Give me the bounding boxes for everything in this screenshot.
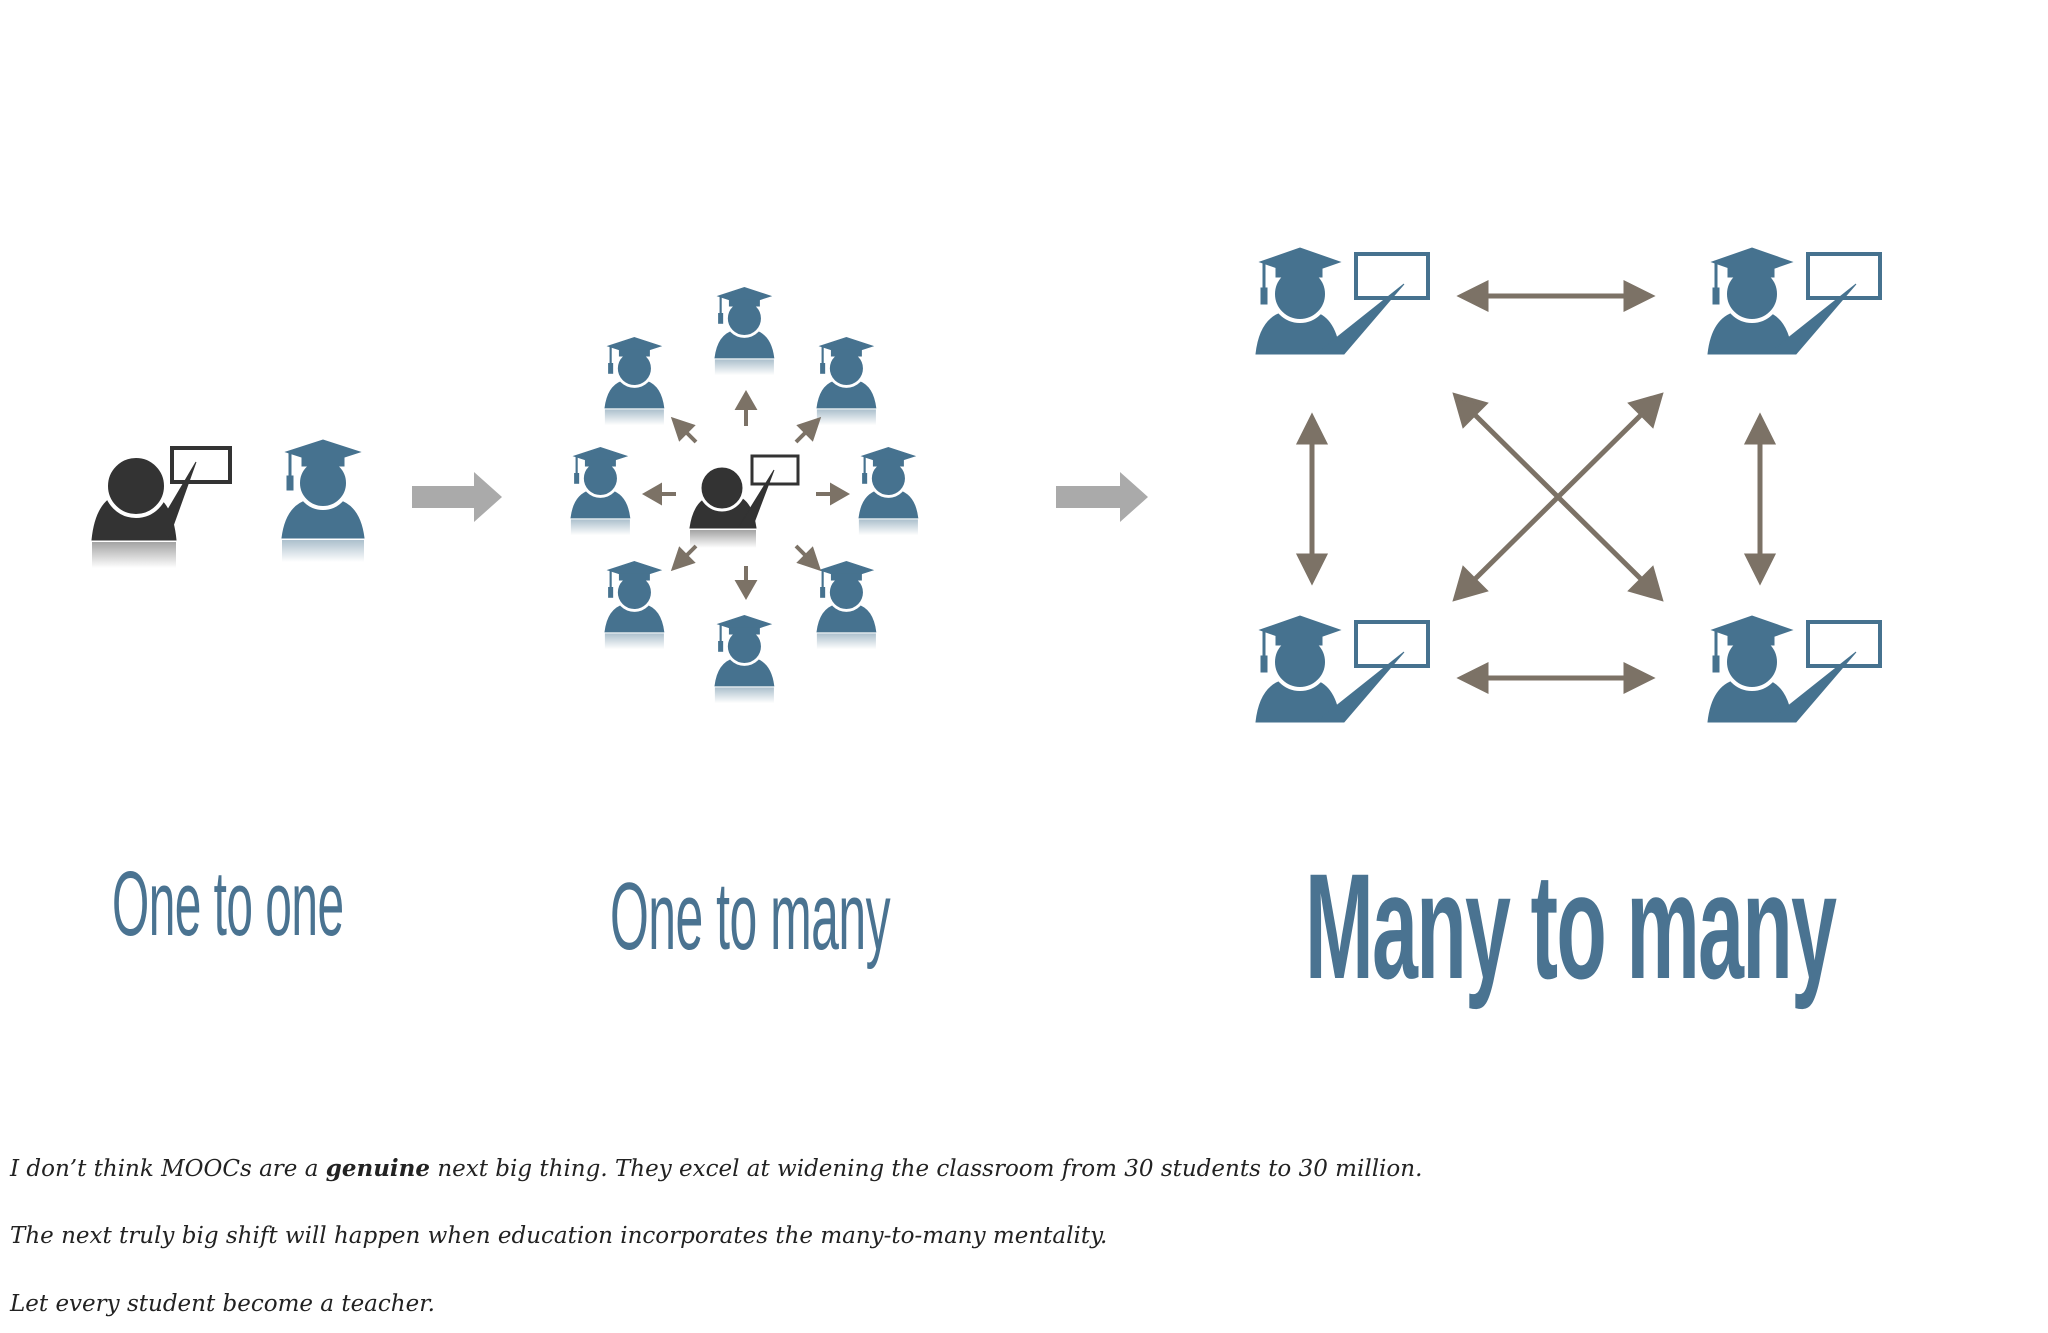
student-teacher-icon — [1706, 246, 1882, 356]
double-arrow-icon — [1295, 412, 1329, 586]
paragraph-1-emphasis: genuine — [325, 1155, 431, 1182]
student-teacher-icon — [1706, 614, 1882, 724]
arrow-down-left-icon — [670, 544, 698, 572]
student-icon — [603, 336, 666, 426]
paragraph-3: Let every student become a teacher. — [10, 1291, 435, 1317]
student-icon — [569, 446, 632, 536]
student-icon — [857, 446, 920, 536]
student-icon — [815, 336, 878, 426]
double-arrow-icon — [1743, 412, 1777, 586]
label-many-to-many: Many to many — [1305, 842, 1837, 1010]
arrow-up-right-icon — [794, 416, 822, 444]
one-to-one-group — [91, 438, 366, 568]
paragraph-1-end: next big thing. They excel at widening t… — [430, 1156, 1423, 1182]
label-one-to-one: One to one — [112, 853, 344, 955]
one-to-many-group — [569, 286, 920, 704]
student-teacher-icon — [1254, 246, 1430, 356]
paragraph-2: The next truly big shift will happen whe… — [10, 1223, 1108, 1249]
double-arrow-icon — [1452, 392, 1664, 602]
student-icon — [713, 614, 776, 704]
label-one-to-many: One to many — [610, 863, 891, 970]
double-arrow-icon — [1456, 279, 1656, 313]
double-arrow-icon — [1456, 661, 1656, 695]
arrow-up-left-icon — [670, 416, 698, 444]
arrow-left-icon — [641, 482, 676, 506]
paragraph-1-start: I don’t think MOOCs are a — [10, 1156, 326, 1182]
radial-arrows — [641, 389, 851, 601]
student-icon — [603, 560, 666, 650]
student-icon — [280, 438, 366, 562]
right-arrow-icon — [1056, 472, 1148, 522]
student-teacher-icon — [1254, 614, 1430, 724]
arrow-right-icon — [816, 482, 851, 506]
many-to-many-group — [1254, 246, 1882, 724]
right-arrow-icon — [412, 472, 502, 522]
arrow-down-icon — [734, 566, 758, 601]
student-icon — [815, 560, 878, 650]
paragraph-1: I don’t think MOOCs are a genuine next b… — [10, 1155, 1422, 1182]
teacher-icon — [689, 454, 800, 548]
arrow-up-icon — [734, 389, 758, 426]
student-icon — [713, 286, 776, 376]
arrow-down-right-icon — [794, 544, 822, 572]
teacher-icon — [91, 446, 232, 568]
